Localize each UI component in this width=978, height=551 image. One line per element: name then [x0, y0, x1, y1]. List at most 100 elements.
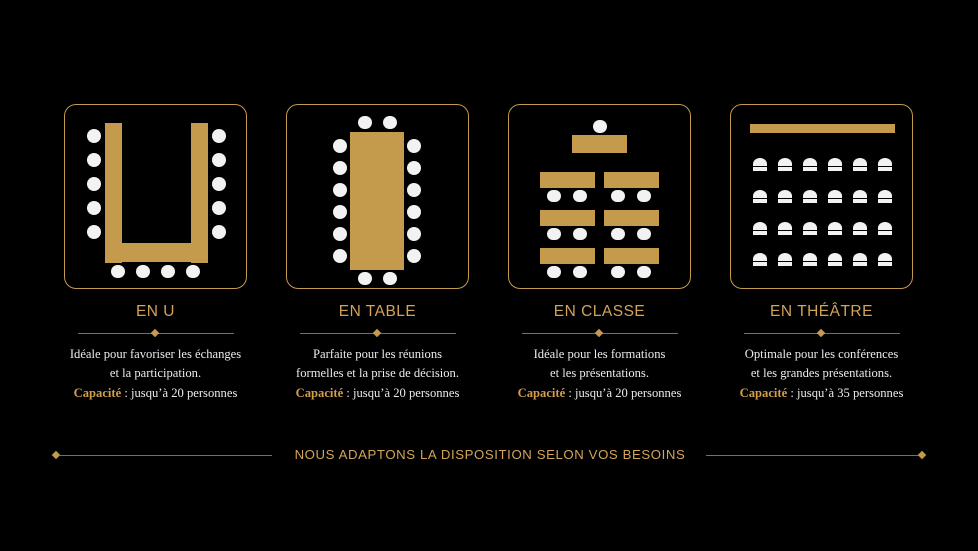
layout-description: Idéale pour favoriser les échanges et la…: [44, 345, 267, 403]
title-separator: [744, 328, 900, 338]
description-line: Optimale pour les conférences: [744, 347, 899, 361]
student-desk: [540, 248, 595, 264]
u-shape-layout-icon: [87, 123, 226, 278]
description-line: et la participation.: [109, 366, 202, 380]
description-line: et les grandes présentations.: [750, 366, 893, 380]
capacity-label: Capacité: [517, 386, 566, 400]
layout-description: Parfaite pour les réunions formelles et …: [266, 345, 489, 403]
footer: NOUS ADAPTONS LA DISPOSITION SELON VOS B…: [0, 443, 978, 465]
classroom-chairs: [547, 120, 651, 278]
theatre-seat: [828, 158, 842, 171]
boardroom-table: [350, 132, 404, 270]
seat-line: [778, 198, 792, 199]
seat-line: [853, 198, 867, 199]
student-desk: [604, 210, 659, 226]
capacity-value: : jusqu’à 35 personnes: [787, 386, 904, 400]
description-line: Idéale pour les formations: [533, 347, 666, 361]
theatre-seat: [753, 222, 767, 235]
seat-line: [853, 230, 867, 231]
theatre-seat: [828, 253, 842, 266]
title-separator: [300, 328, 456, 338]
seat-line: [778, 166, 792, 167]
seat-line: [753, 230, 767, 231]
table-chairs: [333, 116, 421, 285]
seat-line: [778, 261, 792, 262]
seat-line: [753, 261, 767, 262]
footer-tagline: NOUS ADAPTONS LA DISPOSITION SELON VOS B…: [294, 447, 686, 462]
seat-line: [803, 261, 817, 262]
theatre-seat: [803, 222, 817, 235]
title-separator: [522, 328, 678, 338]
theatre-seat: [803, 158, 817, 171]
theatre-seat: [778, 190, 792, 203]
diamond-icon: [594, 328, 604, 337]
footer-line-left: [59, 455, 272, 456]
seat-line: [828, 261, 842, 262]
student-desk: [604, 248, 659, 264]
theatre-seat: [803, 190, 817, 203]
layout-description: Optimale pour les conférences et les gra…: [710, 345, 933, 403]
description-line: Idéale pour favoriser les échanges: [69, 347, 242, 361]
theatre-seat: [828, 190, 842, 203]
layout-icon-box: [508, 104, 691, 289]
layout-icon-box: [730, 104, 913, 289]
theatre-seat: [803, 253, 817, 266]
seat-line: [753, 198, 767, 199]
theatre-seat: [878, 158, 892, 171]
layout-icon-box: [286, 104, 469, 289]
u-right-table: [191, 123, 208, 263]
diamond-icon: [372, 328, 382, 337]
capacity-label: Capacité: [73, 386, 122, 400]
seat-line: [803, 198, 817, 199]
theatre-seat: [753, 158, 767, 171]
description-line: formelles et la prise de décision.: [296, 366, 459, 380]
u-left-table: [105, 123, 122, 263]
stage: [750, 124, 895, 133]
capacity-line: Capacité : jusqu’à 20 personnes: [488, 384, 711, 403]
theatre-seat: [853, 222, 867, 235]
seat-line: [878, 198, 892, 199]
diamond-icon: [917, 450, 927, 460]
theatre-seat: [853, 158, 867, 171]
seat-line: [803, 166, 817, 167]
capacity-line: Capacité : jusqu’à 35 personnes: [710, 384, 933, 403]
u-chairs: [87, 129, 226, 278]
description-line: Parfaite pour les réunions: [312, 347, 443, 361]
capacity-line: Capacité : jusqu’à 20 personnes: [44, 384, 267, 403]
layout-title: EN THÉÂTRE: [770, 303, 873, 320]
theatre-seat: [878, 190, 892, 203]
capacity-label: Capacité: [739, 386, 788, 400]
seat-line: [753, 166, 767, 167]
seat-line: [878, 261, 892, 262]
diamond-icon: [150, 328, 160, 337]
capacity-label: Capacité: [295, 386, 344, 400]
theatre-seat: [878, 222, 892, 235]
theatre-seat: [853, 190, 867, 203]
capacity-line: Capacité : jusqu’à 20 personnes: [266, 384, 489, 403]
footer-line-right: [706, 455, 919, 456]
classroom-layout-icon: [540, 120, 659, 278]
theatre-seat: [778, 222, 792, 235]
student-desk: [540, 210, 595, 226]
capacity-value: : jusqu’à 20 personnes: [121, 386, 238, 400]
student-desk: [604, 172, 659, 188]
layout-icon-box: [64, 104, 247, 289]
teacher-desk: [572, 135, 627, 153]
layout-title: EN TABLE: [338, 303, 417, 320]
title-separator: [78, 328, 234, 338]
seat-line: [778, 230, 792, 231]
layout-description: Idéale pour les formations et les présen…: [488, 345, 711, 403]
theatre-seat: [778, 158, 792, 171]
seat-line: [878, 166, 892, 167]
theatre-seat: [878, 253, 892, 266]
theatre-seats: [753, 158, 892, 266]
layout-title: EN U: [135, 303, 176, 320]
diamond-icon: [816, 328, 826, 337]
capacity-value: : jusqu’à 20 personnes: [343, 386, 460, 400]
theatre-seat: [753, 190, 767, 203]
seat-line: [878, 230, 892, 231]
seat-line: [853, 261, 867, 262]
theatre-seat: [778, 253, 792, 266]
theatre-seat: [753, 253, 767, 266]
seat-line: [828, 166, 842, 167]
